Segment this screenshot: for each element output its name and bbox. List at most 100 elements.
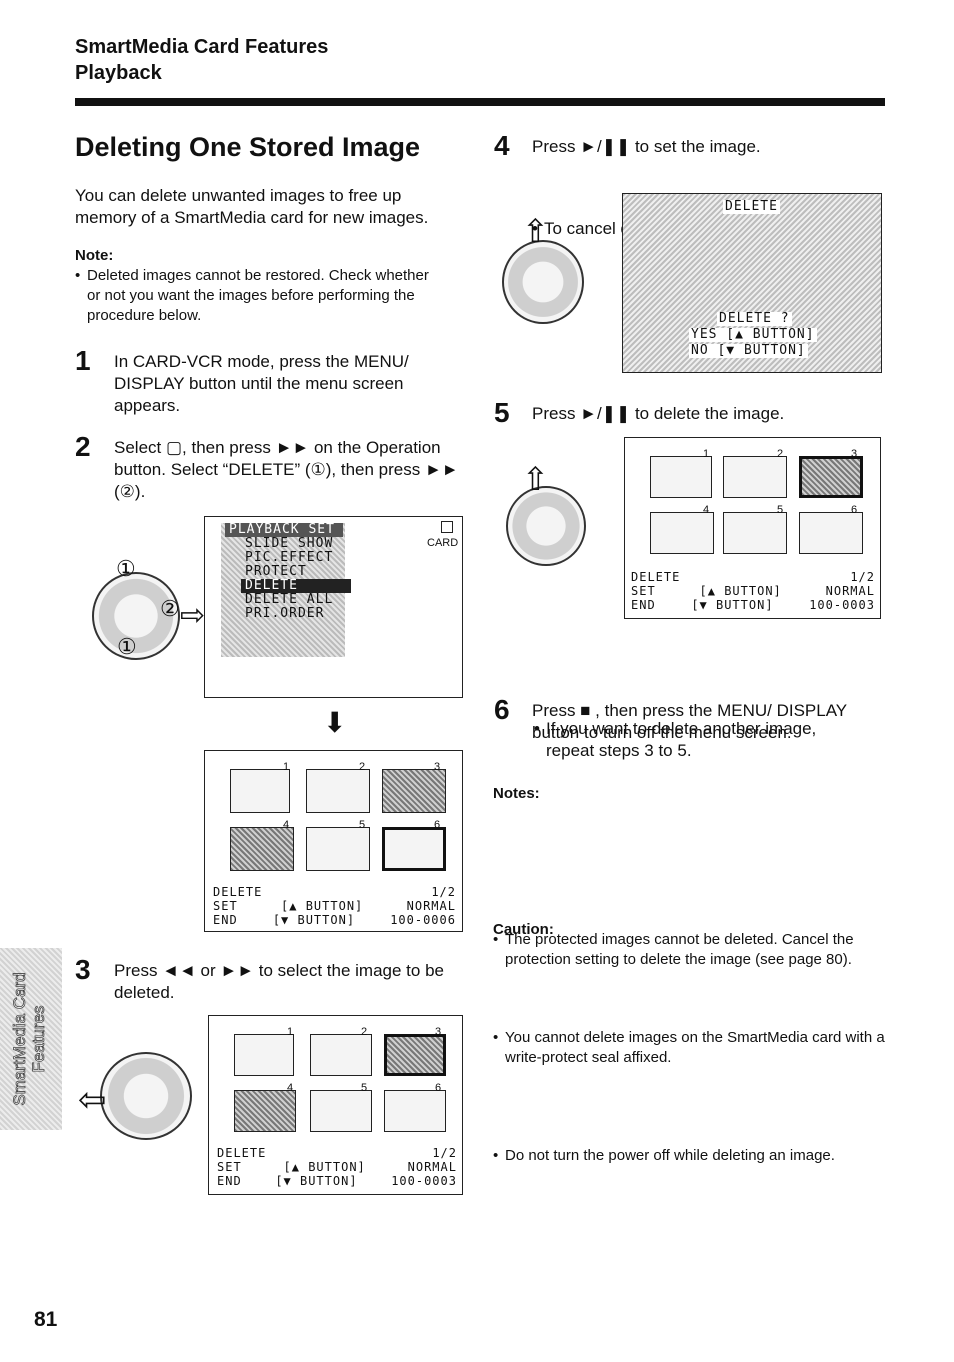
status-file: 100-0003	[391, 1174, 457, 1188]
step-2-number: 2	[75, 431, 91, 462]
status-set: SET	[217, 1160, 242, 1174]
step-4-text: Press ►/❚❚ to set the image.	[532, 137, 761, 156]
thumbnail-5-number: 5	[777, 504, 784, 516]
notes-heading: Notes:	[493, 785, 540, 802]
step-6-text: Press ■ , then press the MENU/ DISPLAY b…	[532, 701, 847, 742]
dial-label-1: ①	[116, 556, 136, 581]
down-arrow-icon: ⬇	[323, 707, 347, 738]
header-rule	[75, 98, 885, 106]
status-page: 1/2	[431, 885, 456, 899]
delete-confirm-screen: DELETE DELETE ? YES [▲ BUTTON] NO [▼ BUT…	[622, 193, 882, 373]
left-arrow-icon: ⇦	[78, 1081, 107, 1119]
thumbnail-6-number: 6	[851, 504, 858, 516]
subsection-title: Playback	[75, 62, 162, 84]
status-end: END	[213, 913, 238, 927]
page-number: 81	[34, 1308, 58, 1331]
thumbnail-5	[310, 1090, 372, 1132]
caution-text: Do not turn the power off while deleting…	[493, 1146, 853, 1166]
thumbnail-3-number: 3	[435, 1026, 442, 1038]
operation-dial-illustration-4	[502, 240, 584, 324]
operation-dial-illustration	[92, 572, 180, 660]
status-mode: NORMAL	[407, 1160, 457, 1174]
status-end-button: [▼ BUTTON]	[272, 913, 356, 927]
status-mode: NORMAL	[825, 584, 875, 598]
step-2-text: Select ▢, then press ►► on the Operation…	[114, 438, 459, 501]
status-delete: DELETE	[631, 570, 681, 584]
thumbnail-4	[230, 827, 294, 871]
side-tab-label: SmartMedia Card Features	[10, 964, 49, 1114]
notes-item-1: The protected images cannot be deleted. …	[493, 930, 888, 970]
thumbnail-5-number: 5	[359, 819, 366, 831]
caution-heading: Caution:	[493, 921, 554, 938]
thumbnail-2-number: 2	[359, 761, 366, 773]
menu-item-delete-all: DELETE ALL	[245, 592, 334, 607]
thumbnail-1	[230, 769, 290, 813]
menu-item-pic-effect: PIC.EFFECT	[245, 550, 334, 565]
note-text: Deleted images cannot be restored. Check…	[75, 266, 435, 326]
menu-item-slide-show: SLIDE SHOW	[245, 536, 334, 551]
menu-screen: PLAYBACK SET SLIDE SHOW PIC.EFFECT PROTE…	[204, 516, 463, 698]
thumbnail-4-number: 4	[703, 504, 710, 516]
thumbnail-6-number: 6	[434, 819, 441, 831]
step-5-sub: If you want to delete another image, rep…	[534, 718, 864, 762]
note-heading: Note:	[75, 247, 114, 264]
thumbnail-3-number: 3	[851, 448, 858, 460]
status-delete: DELETE	[213, 885, 263, 899]
confirm-top: DELETE	[723, 199, 780, 214]
right-arrow-icon: ⇨	[180, 599, 206, 632]
step-3-text: Press ◄◄ or ►► to select the image to be…	[114, 961, 444, 1002]
status-file: 100-0006	[390, 913, 456, 927]
status-delete: DELETE	[217, 1146, 267, 1160]
step-4-number: 4	[494, 130, 510, 161]
status-file: 100-0003	[809, 598, 875, 612]
status-end: END	[217, 1174, 242, 1188]
step-1-number: 1	[75, 345, 91, 376]
thumbnail-5-number: 5	[361, 1082, 368, 1094]
thumbnail-3-selected	[384, 1034, 446, 1076]
thumbnail-2	[306, 769, 370, 813]
step-6-number: 6	[494, 694, 510, 725]
section-title: SmartMedia Card Features	[75, 36, 329, 58]
status-end-button: [▼ BUTTON]	[275, 1174, 358, 1188]
step-3-number: 3	[75, 954, 91, 985]
status-set: SET	[631, 584, 656, 598]
status-page: 1/2	[432, 1146, 457, 1160]
thumbnail-1	[234, 1034, 294, 1076]
thumbnail-2-number: 2	[777, 448, 784, 460]
side-tab: SmartMedia Card Features	[0, 948, 62, 1130]
dial-label-2: ②	[160, 596, 180, 621]
thumbnail-1-number: 1	[287, 1026, 294, 1038]
thumbnail-4	[650, 512, 714, 554]
thumbnail-6	[384, 1090, 446, 1132]
thumbnail-6	[799, 512, 863, 554]
thumbnail-1-number: 1	[703, 448, 710, 460]
thumbnail-6-number: 6	[435, 1082, 442, 1094]
page-title: Deleting One Stored Image	[75, 132, 421, 162]
step-1-text: In CARD-VCR mode, press the MENU/ DISPLA…	[114, 352, 409, 415]
menu-item-delete: DELETE	[241, 579, 351, 593]
thumbnail-2	[723, 456, 787, 498]
side-tab-line-2: Features	[29, 1005, 49, 1073]
card-icon	[441, 521, 453, 533]
thumbnail-4-number: 4	[283, 819, 290, 831]
status-mode: NORMAL	[406, 899, 456, 913]
notes-item-2: You cannot delete images on the SmartMed…	[493, 1028, 888, 1068]
thumbnail-6-selected	[382, 827, 446, 871]
status-set-button: [▲ BUTTON]	[283, 1160, 366, 1174]
operation-dial-illustration-5	[506, 486, 586, 566]
up-arrow-icon: ⇧	[522, 213, 549, 249]
status-set-button: [▲ BUTTON]	[699, 584, 782, 598]
status-set-button: [▲ BUTTON]	[281, 899, 364, 913]
thumbnail-2	[310, 1034, 372, 1076]
step-5-number: 5	[494, 397, 510, 428]
thumbnail-5	[306, 827, 370, 871]
thumbnail-4-number: 4	[287, 1082, 294, 1094]
thumbnail-1	[650, 456, 712, 498]
thumbnail-4	[234, 1090, 296, 1132]
confirm-yes: YES [▲ BUTTON]	[689, 327, 817, 342]
